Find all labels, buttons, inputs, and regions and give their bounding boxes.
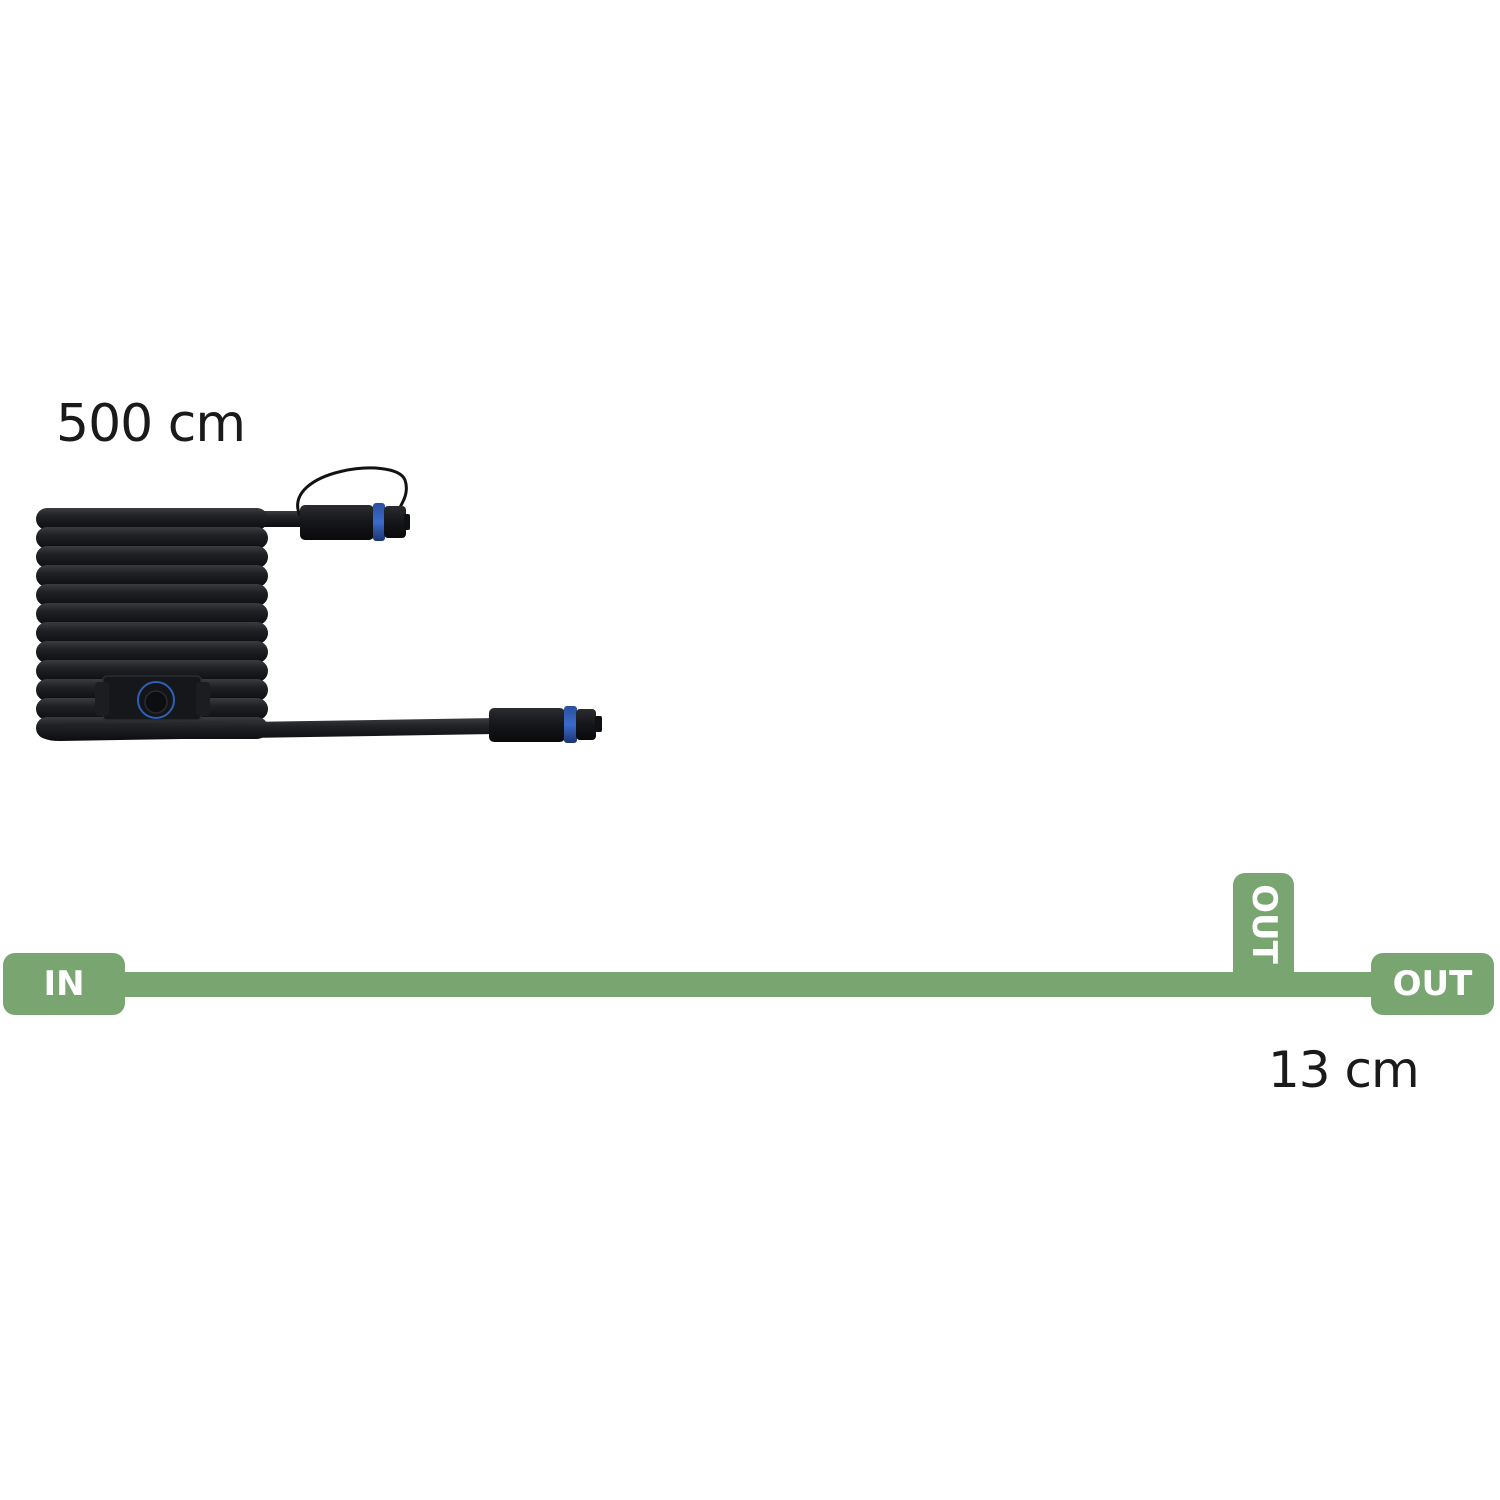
cable-coil-image [36, 466, 602, 743]
in-label: IN [43, 964, 85, 1004]
branch-out-label: OUT [1243, 884, 1284, 964]
upper-connector [296, 466, 410, 541]
end-out-connector-tag: OUT [1371, 953, 1494, 1015]
cable-line [120, 972, 1380, 997]
branch-out-connector-tag: OUT [1233, 873, 1294, 985]
coil-loops [36, 508, 268, 739]
t-branch-connector [95, 675, 210, 721]
branch-length-label: 13 cm [1268, 1041, 1420, 1099]
lower-connector [489, 706, 602, 743]
lower-cable-lead [39, 718, 496, 741]
in-connector-tag: IN [3, 953, 125, 1015]
cable-length-label: 500 cm [56, 394, 246, 454]
end-out-label: OUT [1392, 964, 1473, 1004]
